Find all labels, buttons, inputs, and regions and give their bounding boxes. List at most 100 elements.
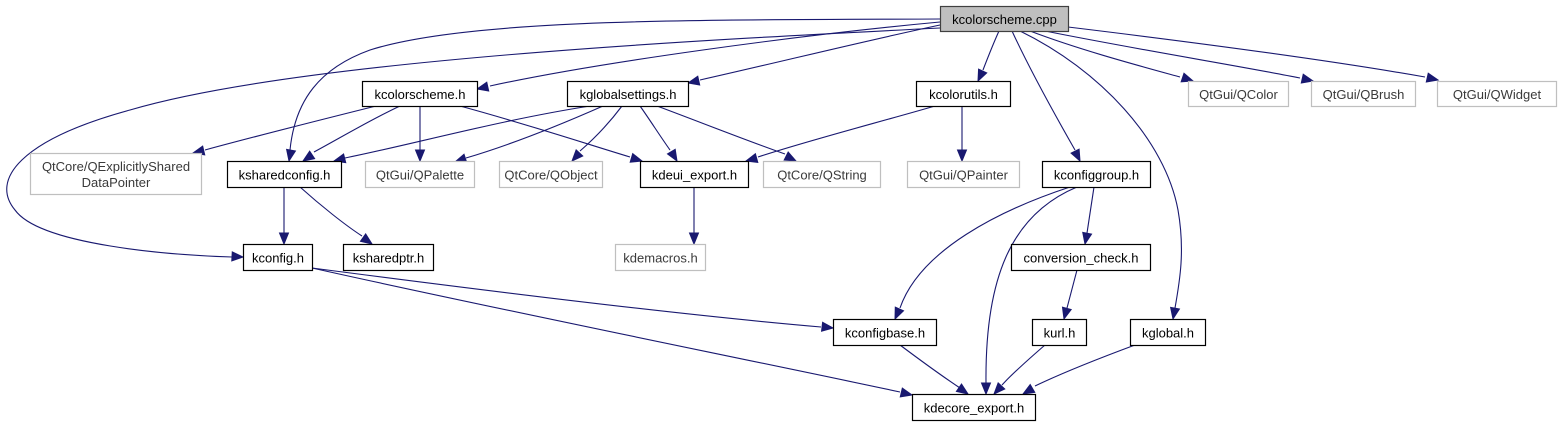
edge-line (985, 186, 1078, 384)
arrowhead-icon (359, 233, 374, 245)
node-box (1041, 160, 1152, 189)
node-kdeui-export-h[interactable]: kdeui_export.h (639, 160, 750, 189)
arrowhead-icon (744, 152, 759, 163)
node-box (566, 80, 690, 108)
node-conversion-check-h[interactable]: conversion_check.h (1010, 243, 1152, 272)
arrowhead-icon (977, 68, 988, 83)
arrowhead-icon (980, 382, 992, 396)
node-label: kglobalsettings.h (580, 87, 677, 102)
node-box (939, 5, 1070, 33)
node-ksharedptr-h[interactable]: ksharedptr.h (342, 243, 435, 272)
node-box (911, 393, 1037, 422)
node-qpainter: QtGui/QPainter (906, 160, 1021, 189)
edge-line (204, 105, 377, 151)
node-box (361, 80, 479, 108)
arrowhead-icon (278, 232, 290, 246)
edge-kcolorutils-h-to-qpainter (956, 106, 968, 163)
arrowhead-icon (894, 306, 905, 321)
arrowhead-icon (955, 383, 970, 395)
arrowhead-icon (1180, 72, 1195, 83)
node-label: kurl.h (1044, 326, 1076, 341)
edge-kdeui-export-h-to-kdemacros-h (688, 187, 700, 246)
edge-line (656, 105, 786, 155)
arrowhead-icon (1425, 72, 1440, 83)
arrowhead-icon (1070, 148, 1081, 163)
edge-kglobalsettings-h-to-qstring (656, 105, 798, 162)
edge-line (459, 105, 631, 158)
node-box (1436, 80, 1558, 108)
node-label: kglobal.h (1142, 326, 1194, 341)
edge-kconfig-h-to-kdecore-export-h (311, 267, 914, 398)
node-box (1010, 243, 1152, 272)
edge-kconfigbase-h-to-kdecore-export-h (899, 344, 970, 395)
node-kdemacros-h: kdemacros.h (614, 243, 707, 272)
arrowhead-icon (993, 381, 1006, 395)
edge-kcolorscheme-cpp-to-ksharedconfig-h (285, 18, 941, 163)
edge-line (899, 344, 961, 389)
node-qobject: QtCore/QObject (498, 160, 604, 189)
edge-kcolorscheme-cpp-to-kglobal-h (1019, 30, 1182, 321)
node-kcolorscheme-cpp[interactable]: kcolorscheme.cpp (939, 5, 1070, 33)
node-label: QtGui/QPalette (376, 168, 464, 183)
node-kconfigbase-h[interactable]: kconfigbase.h (832, 318, 938, 347)
node-kcolorutils-h[interactable]: kcolorutils.h (915, 80, 1012, 108)
arrowhead-icon (686, 75, 701, 86)
node-kconfig-h[interactable]: kconfig.h (242, 243, 314, 272)
edge-kcolorscheme-cpp-to-kconfiggroup-h (1011, 30, 1081, 163)
node-kglobal-h[interactable]: kglobal.h (1129, 318, 1207, 347)
edge-line (311, 267, 822, 328)
arrowhead-icon (1082, 231, 1093, 246)
node-label: QtGui/QColor (1199, 87, 1278, 102)
node-label: ksharedptr.h (353, 251, 425, 266)
arrowhead-icon (301, 150, 316, 162)
node-ksharedconfig-h[interactable]: ksharedconfig.h (226, 160, 343, 189)
node-kconfiggroup-h[interactable]: kconfiggroup.h (1041, 160, 1152, 189)
edge-line (699, 24, 941, 81)
edge-kcolorscheme-h-to-qexplicit (191, 105, 377, 156)
arrowhead-icon (688, 232, 700, 246)
edge-line (1019, 30, 1182, 309)
arrowhead-icon (783, 151, 798, 162)
edge-line (6, 27, 941, 258)
node-qpalette: QtGui/QPalette (364, 160, 476, 189)
arrowhead-icon (1021, 383, 1036, 395)
node-kglobalsettings-h[interactable]: kglobalsettings.h (566, 80, 690, 108)
edge-kconfiggroup-h-to-kdecore-export-h (980, 186, 1078, 396)
edge-kconfiggroup-h-to-kconfigbase-h (894, 186, 1071, 321)
node-box (614, 243, 707, 272)
edge-kglobal-h-to-kdecore-export-h (1021, 344, 1136, 395)
edge-kcolorscheme-cpp-to-qcolor (1029, 30, 1195, 83)
edge-kcolorscheme-cpp-to-qwidget (1067, 26, 1440, 83)
edge-line (1044, 30, 1301, 79)
arrowhead-icon (231, 251, 245, 262)
node-box (1129, 318, 1207, 347)
edge-kcolorscheme-cpp-to-kglobalsettings-h (686, 24, 941, 86)
node-qwidget: QtGui/QWidget (1436, 80, 1558, 108)
edge-line (1034, 344, 1136, 387)
edge-kcolorutils-h-to-kdeui-export-h (744, 105, 936, 163)
edge-line (465, 105, 604, 159)
edge-kglobalsettings-h-to-kdeui-export-h (639, 105, 678, 163)
edge-kglobalsettings-h-to-qobject (571, 105, 623, 162)
node-kurl-h[interactable]: kurl.h (1031, 318, 1088, 347)
node-box (364, 160, 476, 189)
edge-line (313, 105, 401, 153)
node-label: kcolorutils.h (929, 87, 998, 102)
edge-line (639, 105, 671, 151)
node-kcolorscheme-h[interactable]: kcolorscheme.h (361, 80, 479, 108)
edge-ksharedconfig-h-to-ksharedptr-h (299, 186, 374, 245)
node-box (226, 160, 343, 189)
node-label: kdecore_export.h (924, 401, 1024, 416)
edge-kconfiggroup-h-to-conversion-check-h (1082, 186, 1095, 246)
node-label: kcolorscheme.cpp (952, 12, 1057, 27)
node-label: QtCore/QString (777, 168, 867, 183)
arrowhead-icon (571, 148, 584, 162)
edge-line (1066, 269, 1078, 309)
node-label: kconfig.h (252, 251, 304, 266)
edge-kcolorscheme-h-to-kdeui-export-h (459, 105, 644, 163)
node-label: QtCore/QExplicitlyShared (42, 159, 190, 174)
node-label: DataPointer (82, 175, 151, 190)
node-kdecore-export-h[interactable]: kdecore_export.h (911, 393, 1037, 422)
